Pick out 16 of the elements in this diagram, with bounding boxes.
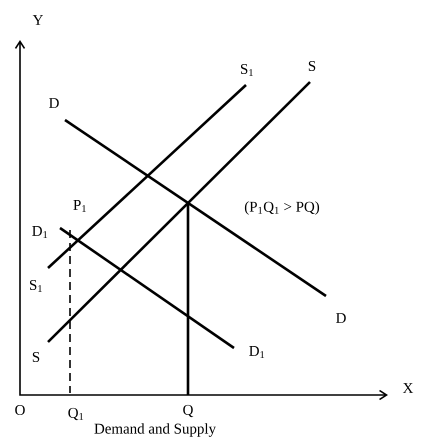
axis-label: S — [308, 60, 316, 72]
axis-label: P$_{1}$ — [73, 200, 86, 212]
axis-label: S$_{1}$ — [30, 280, 42, 292]
axis-label: D$_{1}$ — [32, 226, 48, 238]
axis-label: Q — [183, 404, 194, 418]
axis-label: S$_{1}$ — [240, 64, 253, 76]
caption: Demand and Supply — [94, 423, 216, 437]
axis-label: Q$_{1}$ — [68, 408, 84, 420]
axis-label: D$_{1}$ — [249, 346, 264, 358]
axis-label: Y — [32, 15, 43, 25]
axis-label: X — [402, 383, 414, 393]
axis-label: S — [32, 352, 40, 362]
axis-label: D — [49, 98, 59, 108]
axis-label: (P$_{1}$Q$_{1}$ > PQ) — [244, 201, 320, 215]
axis-label: O — [15, 404, 25, 416]
axis-label: D — [336, 313, 346, 323]
